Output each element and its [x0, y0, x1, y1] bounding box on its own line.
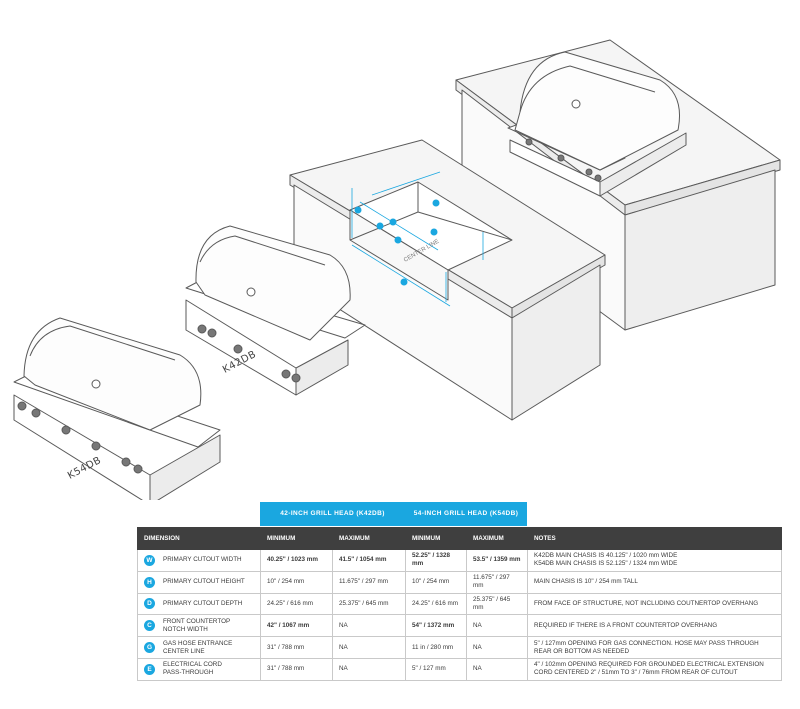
note-line: REAR OR BOTTOM AS NEEDED [534, 647, 630, 655]
dimension-label: GAS HOSE ENTRANCE [163, 639, 233, 647]
k54-max-cell: 25.375" / 645 mm [466, 592, 528, 616]
k42-min-cell: 40.25" / 1023 mm [260, 549, 333, 572]
k54-min-cell: 52.25" / 1328 mm [405, 549, 467, 572]
dimension-lines [351, 171, 484, 307]
note-line: FROM FACE OF STRUCTURE, NOT INCLUDING CO… [534, 599, 759, 607]
k54-min-cell: 10" / 254 mm [405, 570, 467, 594]
dimension-label: FRONT COUNTERTOP [163, 617, 231, 625]
group-header-k42db: 42-INCH GRILL HEAD (K42DB) [260, 502, 405, 526]
k42-max-cell: NA [332, 636, 406, 659]
k54-min-cell: 11 in / 280 mm [405, 636, 467, 659]
column-header: NOTES [527, 527, 782, 550]
k54-max-cell: NA [466, 614, 528, 638]
note-line: MAIN CHASIS IS 10" / 254 mm TALL [534, 578, 638, 586]
dimension-label: PRIMARY CUTOUT WIDTH [163, 556, 242, 564]
k54-max-cell: 11.675" / 297 mm [466, 570, 528, 594]
note-line: REQUIRED IF THERE IS A FRONT COUNTERTOP … [534, 621, 718, 629]
note-line: K42DB MAIN CHASIS IS 40.125" / 1020 mm W… [534, 552, 678, 560]
k54-min-cell: 54" / 1372 mm [405, 614, 467, 638]
table-header-row: DIMENSION MINIMUM MAXIMUM MINIMUM MAXIMU… [137, 527, 782, 550]
dimension-badge: C [144, 620, 155, 632]
k42-max-cell: 11.675" / 297 mm [332, 570, 406, 594]
dimension-label: CENTER LINE [163, 647, 205, 655]
notes-cell: K42DB MAIN CHASIS IS 40.125" / 1020 mm W… [527, 549, 782, 572]
notes-cell: 4" / 102mm OPENING REQUIRED FOR GROUNDED… [527, 657, 782, 681]
dimension-label: NOTCH WIDTH [163, 625, 208, 633]
k54-max-cell: 53.5" / 1359 mm [466, 549, 528, 572]
installation-diagram: CENTER LINE [13, 39, 781, 500]
dimension-badge: H [144, 576, 155, 588]
note-line: CORD CENTERED 2" / 51mm TO 3" / 76mm FRO… [534, 669, 738, 677]
note-line: K54DB MAIN CHASIS IS 52.125" / 1324 mm W… [534, 560, 678, 568]
k42-min-cell: 24.25" / 616 mm [260, 592, 333, 616]
dimension-table: DIMENSION MINIMUM MAXIMUM MINIMUM MAXIMU… [137, 527, 782, 681]
dimension-cell: W PRIMARY CUTOUT WIDTH [137, 549, 261, 572]
cutout-opening [349, 181, 513, 301]
note-line: 5" / 127mm OPENING FOR GAS CONNECTION. H… [534, 639, 759, 647]
k42db-grill [185, 225, 366, 396]
column-header: MAXIMUM [332, 527, 406, 550]
k54db-grill [13, 317, 221, 500]
group-header-k54db: 54-INCH GRILL HEAD (K54DB) [405, 502, 527, 526]
k54-max-cell: NA [466, 657, 528, 681]
dimension-markers [354, 199, 440, 286]
column-header: MAXIMUM [466, 527, 528, 550]
k42-min-cell: 31" / 788 mm [260, 636, 333, 659]
k42-min-cell: 31" / 788 mm [260, 657, 333, 681]
dimension-label: ELECTRICAL CORD [163, 661, 222, 669]
notes-cell: FROM FACE OF STRUCTURE, NOT INCLUDING CO… [527, 592, 782, 616]
dimension-badge: W [144, 554, 155, 566]
notes-cell: REQUIRED IF THERE IS A FRONT COUNTERTOP … [527, 614, 782, 638]
dimension-badge: E [144, 663, 155, 675]
column-header: MINIMUM [260, 527, 333, 550]
column-header: DIMENSION [137, 527, 261, 550]
note-line: 4" / 102mm OPENING REQUIRED FOR GROUNDED… [534, 661, 764, 669]
dimension-label: PASS-THROUGH [163, 669, 214, 677]
k42-max-cell: 25.375" / 645 mm [332, 592, 406, 616]
k54-max-cell: NA [466, 636, 528, 659]
k54-min-cell: 5" / 127 mm [405, 657, 467, 681]
k42-min-cell: 42" / 1067 mm [260, 614, 333, 638]
dimension-label: PRIMARY CUTOUT HEIGHT [163, 578, 245, 586]
notes-cell: 5" / 127mm OPENING FOR GAS CONNECTION. H… [527, 636, 782, 659]
column-header: MINIMUM [405, 527, 467, 550]
dimension-cell: D PRIMARY CUTOUT DEPTH [137, 592, 261, 616]
dimension-badge: G [144, 642, 155, 654]
dimension-badge: D [144, 598, 155, 610]
rear-grill [507, 51, 687, 197]
dimension-cell: H PRIMARY CUTOUT HEIGHT [137, 570, 261, 594]
notes-cell: MAIN CHASIS IS 10" / 254 mm TALL [527, 570, 782, 594]
k54-min-cell: 24.25" / 616 mm [405, 592, 467, 616]
k42-max-cell: NA [332, 657, 406, 681]
k42-max-cell: NA [332, 614, 406, 638]
dimension-label: PRIMARY CUTOUT DEPTH [163, 599, 243, 607]
k42-max-cell: 41.5" / 1054 mm [332, 549, 406, 572]
k42-min-cell: 10" / 254 mm [260, 570, 333, 594]
